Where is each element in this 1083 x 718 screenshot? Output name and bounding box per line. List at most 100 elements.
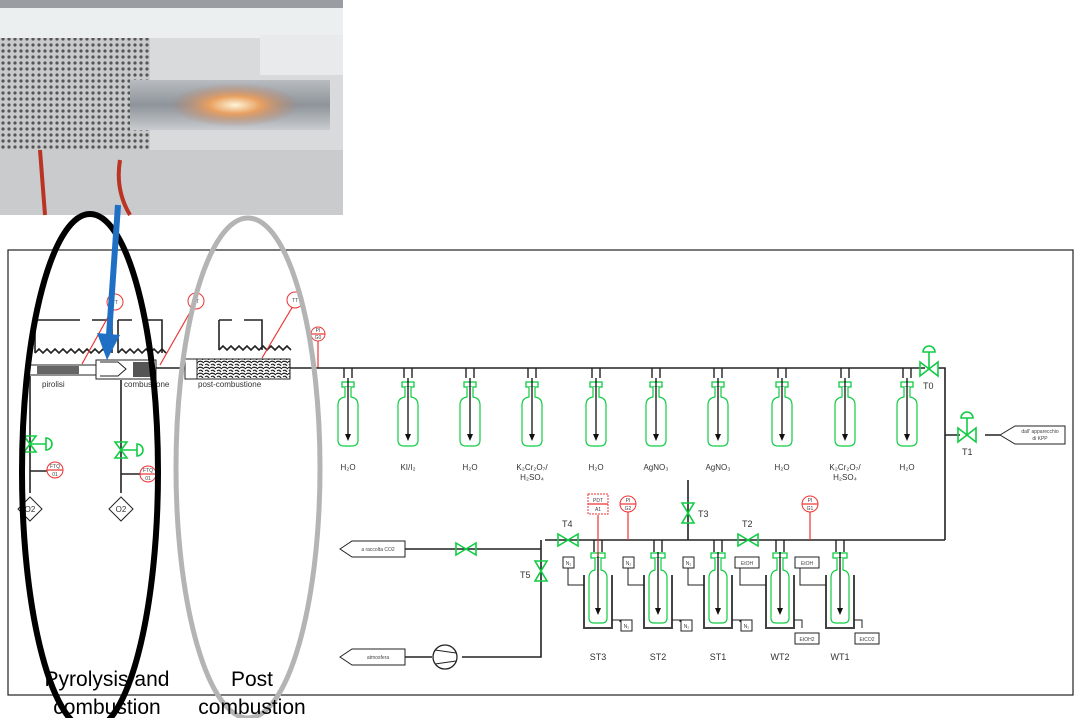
trap-inlet-box (794, 556, 820, 569)
svg-text:N₂: N₂ (686, 561, 692, 567)
washing-bottle: H₂O (337, 368, 359, 472)
bottle-label: H₂O (340, 463, 355, 472)
svg-text:FTQ: FTQ (143, 468, 153, 474)
bottle-label: H₂O (588, 463, 603, 472)
bottle-label: K₂Cr₂O₇/ (829, 463, 861, 472)
bottle-label: AgNO₃ (643, 463, 668, 472)
pi-g0-instrument: PI G0 (310, 326, 326, 368)
diagram-frame (7, 249, 1074, 696)
svg-text:N₂: N₂ (684, 624, 690, 630)
trap-inlet-box (734, 556, 760, 569)
svg-text:EtOH: EtOH (801, 561, 814, 567)
trap-outlet-box (854, 632, 880, 645)
caption-pyrolysis-line1: Pyrolysis and (45, 668, 170, 691)
svg-text:atmosfera: atmosfera (367, 655, 389, 661)
valve-t0[interactable]: T0 (919, 345, 939, 391)
combustion-tube: combustione (95, 359, 170, 389)
svg-text:01: 01 (52, 472, 58, 478)
trap-outlet-box (740, 619, 753, 632)
trap-outlet-box (680, 619, 693, 632)
washing-bottle: K₂Cr₂O₇/H₂SO₄ (829, 368, 861, 482)
co2-collection-box: a raccolta CO2 (339, 540, 406, 558)
svg-text:TT: TT (112, 300, 118, 306)
trap-outlet-box (620, 619, 633, 632)
valve-t5-label: T5 (520, 570, 531, 580)
cold-traps: N₂N₂ST3N₂N₂ST2N₂N₂ST1EtOHEtOH2WT2EtOHEtC… (562, 540, 880, 662)
main-gas-line (290, 367, 1000, 540)
svg-text:EtOH2: EtOH2 (799, 637, 814, 643)
valve-t4[interactable]: T4 (557, 519, 579, 548)
o2-valve-2[interactable] (113, 441, 144, 459)
svg-text:EtCO2: EtCO2 (859, 637, 874, 643)
svg-text:O2: O2 (116, 505, 127, 514)
pyrolysis-tube: pirolisi (25, 364, 97, 389)
combustion-label: combustione (124, 380, 170, 389)
svg-text:G1: G1 (807, 506, 814, 512)
o2-valve-1[interactable] (22, 435, 53, 453)
bottle-label: H₂O (774, 463, 789, 472)
caption-pyrolysis-line2: combustion (53, 696, 160, 718)
caption-post-line1: Post (231, 668, 273, 691)
post-combustion-ellipse (173, 215, 323, 718)
svg-text:N₂: N₂ (626, 561, 632, 567)
furnace-photo (0, 0, 343, 217)
ftq-instrument-2: FTQ 01 (121, 465, 157, 483)
svg-text:N₂: N₂ (566, 561, 572, 567)
valve-t2[interactable]: T2 (737, 519, 759, 548)
valve-t3[interactable]: T3 (680, 502, 709, 524)
svg-text:N₂: N₂ (624, 624, 630, 630)
pyrolysis-combustion-ellipse (19, 211, 161, 718)
washing-bottle: H₂O (459, 368, 481, 472)
svg-text:a raccolta CO2: a raccolta CO2 (361, 547, 395, 553)
washing-bottle: KI/I₂ (397, 368, 419, 472)
cold-trap: N₂ N₂ ST1 (682, 540, 753, 662)
washing-bottle: AgNO₃ (705, 368, 731, 472)
washing-bottle: H₂O (771, 368, 793, 472)
valve-t0-label: T0 (923, 381, 934, 391)
postcombustion-label: post-combustione (198, 380, 262, 389)
valve-t1[interactable]: T1 (957, 411, 977, 457)
svg-text:PI: PI (808, 498, 813, 504)
washing-bottle: H₂O (896, 368, 918, 472)
bottle-label: K₂Cr₂O₇/ (516, 463, 548, 472)
svg-text:FTQ: FTQ (50, 464, 60, 470)
svg-text:O2: O2 (25, 505, 36, 514)
svg-text:G0: G0 (315, 335, 322, 341)
blue-arrow-icon (97, 204, 121, 360)
svg-text:PI: PI (316, 328, 321, 334)
cold-trap: N₂ N₂ ST3 (562, 540, 633, 662)
svg-text:EtOH: EtOH (741, 561, 754, 567)
bottle-label: H₂O (462, 463, 477, 472)
valve-t4-label: T4 (562, 519, 573, 529)
svg-text:N₂: N₂ (744, 624, 750, 630)
trap-outlet-box (794, 632, 820, 645)
trap-label: ST1 (710, 652, 727, 662)
valve-t2-label: T2 (742, 519, 753, 529)
svg-text:G2: G2 (625, 506, 632, 512)
svg-text:01: 01 (145, 476, 151, 482)
trap-label: ST3 (590, 652, 607, 662)
inlet-box: dall' apparecchio di KPP (999, 425, 1066, 445)
svg-text:TT: TT (292, 298, 298, 304)
o2-source-2: O2 (108, 496, 134, 522)
valve-co2-line[interactable] (455, 541, 477, 557)
vacuum-pump[interactable] (432, 644, 458, 670)
svg-text:di KPP: di KPP (1032, 436, 1048, 442)
pi-g1-instrument: PI G1 (801, 495, 819, 540)
bottle-label-line2: H₂SO₄ (520, 473, 544, 482)
washing-bottle: AgNO₃ (643, 368, 669, 472)
bottle-label-line2: H₂SO₄ (833, 473, 857, 482)
bottle-label: H₂O (899, 463, 914, 472)
valve-t1-label: T1 (962, 447, 973, 457)
valve-t5[interactable]: T5 (520, 560, 549, 582)
svg-text:dall' apparecchio: dall' apparecchio (1021, 429, 1059, 435)
washing-bottle: H₂O (585, 368, 607, 472)
valve-t3-label: T3 (698, 509, 709, 519)
postcombustion-tube: post-combustione (184, 358, 291, 389)
caption-post-line2: combustion (198, 696, 305, 718)
